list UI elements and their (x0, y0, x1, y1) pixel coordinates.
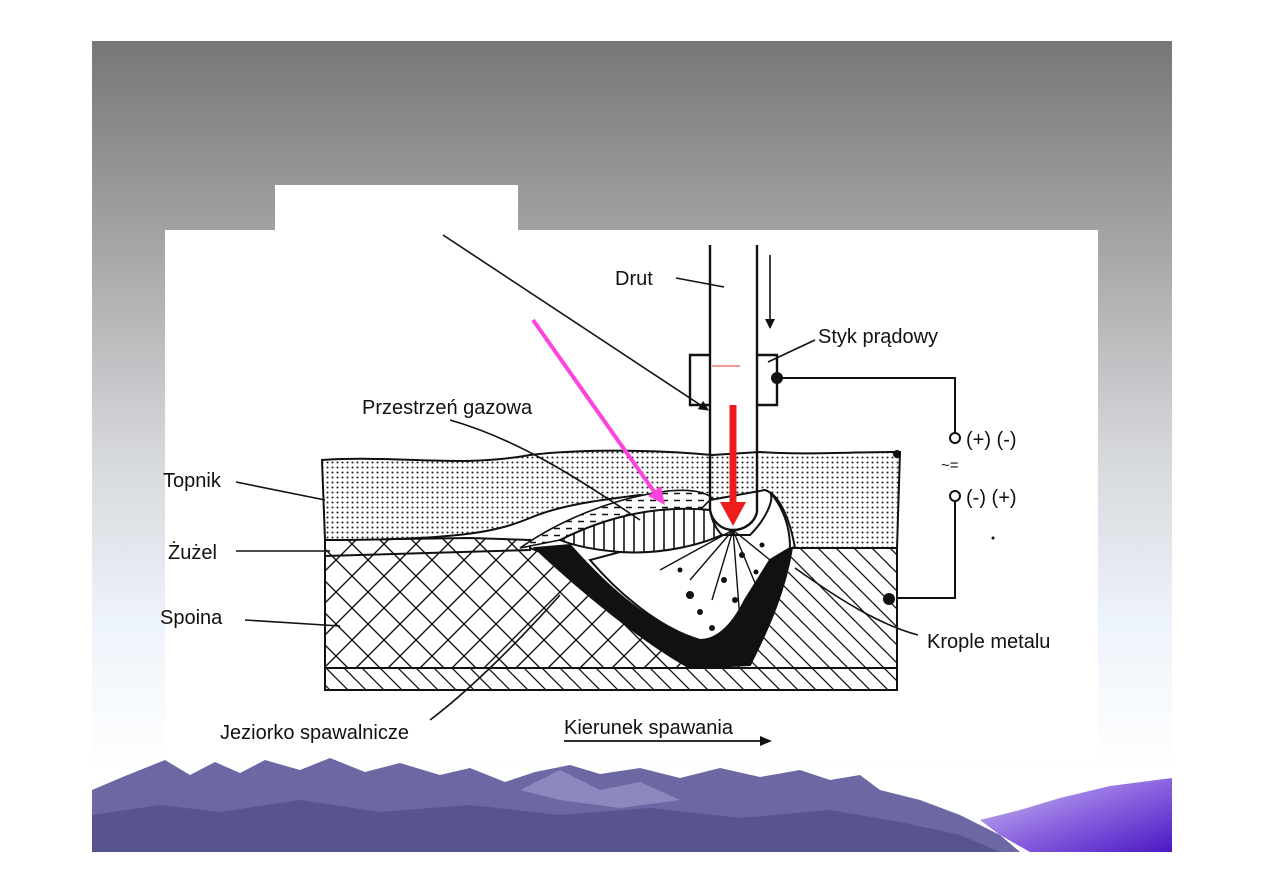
mountains-decoration (92, 758, 1172, 852)
label-zuzel: Żużel (168, 541, 217, 564)
label-topnik: Topnik (163, 470, 222, 492)
label-ac-dc-symbol: ~= (941, 457, 959, 474)
magenta-arrow (531, 318, 662, 502)
droplet-trajectories (659, 529, 771, 621)
label-spoina: Spoina (160, 607, 223, 629)
mountain-highlight (520, 770, 680, 808)
metal-droplets (677, 542, 773, 633)
label-polarity-bottom: (-) (+) (966, 487, 1017, 509)
label-kierunek-spawania: Kierunek spawania (564, 717, 734, 739)
flux-layer (320, 449, 902, 549)
direction-indicator (564, 736, 772, 746)
label-przestrzen-gazowa: Przestrzeń gazowa (362, 397, 533, 419)
mountain-shadow (92, 800, 1000, 852)
label-jeziorko-spawalnicze: Jeziorko spawalnicze (220, 722, 409, 744)
label-drut: Drut (615, 268, 653, 290)
label-krople-metalu: Krople metalu (927, 631, 1050, 653)
base-plate-strip (324, 667, 898, 691)
label-polarity-top: (+) (-) (966, 429, 1017, 451)
leader-lines (235, 234, 919, 721)
molten-pool (588, 491, 792, 642)
contact-tip (688, 353, 710, 407)
stray-dot (991, 536, 995, 540)
label-styk-pradowy: Styk prądowy (818, 326, 938, 348)
highlight-arrows (531, 318, 746, 526)
weld-cross-section (320, 449, 902, 691)
electric-circuit (771, 372, 961, 605)
corner-gradient (980, 778, 1172, 852)
weld-pool-band (532, 543, 794, 670)
